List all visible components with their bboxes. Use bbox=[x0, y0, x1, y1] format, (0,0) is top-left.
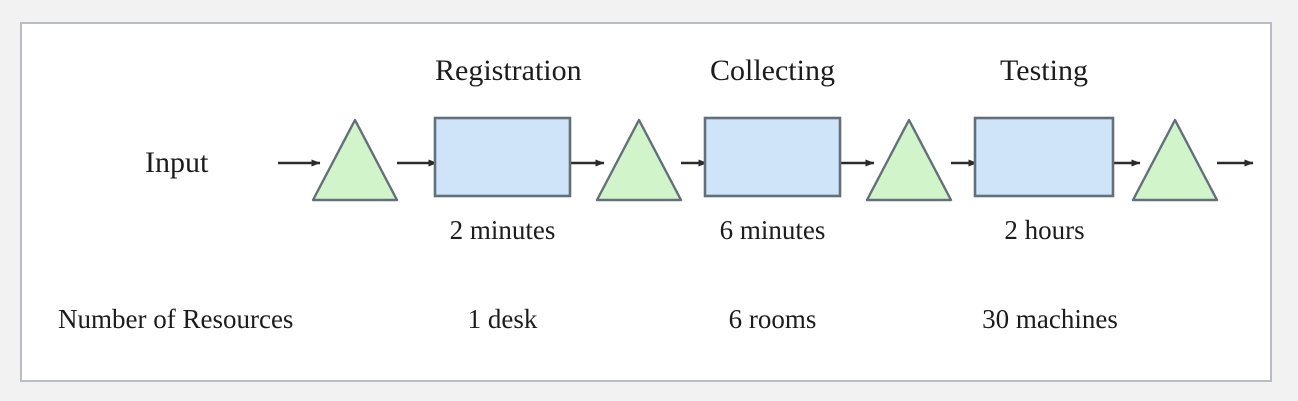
buffer-triangle-4 bbox=[1131, 118, 1219, 202]
activity-box-testing bbox=[973, 116, 1115, 198]
resources-row-label: Number of Resources bbox=[58, 304, 294, 334]
stage-title-registration: Registration bbox=[435, 54, 582, 87]
stage-duration-collecting: 6 minutes bbox=[719, 215, 826, 245]
diagram-panel bbox=[20, 22, 1272, 382]
buffer-triangle-1 bbox=[311, 118, 399, 202]
buffer-triangle-3 bbox=[865, 118, 953, 202]
stage-resources-testing: 30 machines bbox=[982, 304, 1118, 334]
stage-resources-registration: 1 desk bbox=[467, 304, 538, 334]
activity-box-collecting bbox=[703, 116, 842, 198]
stage-title-testing: Testing bbox=[1000, 54, 1088, 87]
stage-title-collecting: Collecting bbox=[710, 54, 835, 87]
input-label: Input bbox=[145, 146, 209, 179]
stage-duration-testing: 2 hours bbox=[1004, 215, 1085, 245]
stage-duration-registration: 2 minutes bbox=[449, 215, 556, 245]
stage-resources-collecting: 6 rooms bbox=[728, 304, 817, 334]
buffer-triangle-2 bbox=[595, 118, 683, 202]
activity-box-registration bbox=[433, 116, 572, 198]
